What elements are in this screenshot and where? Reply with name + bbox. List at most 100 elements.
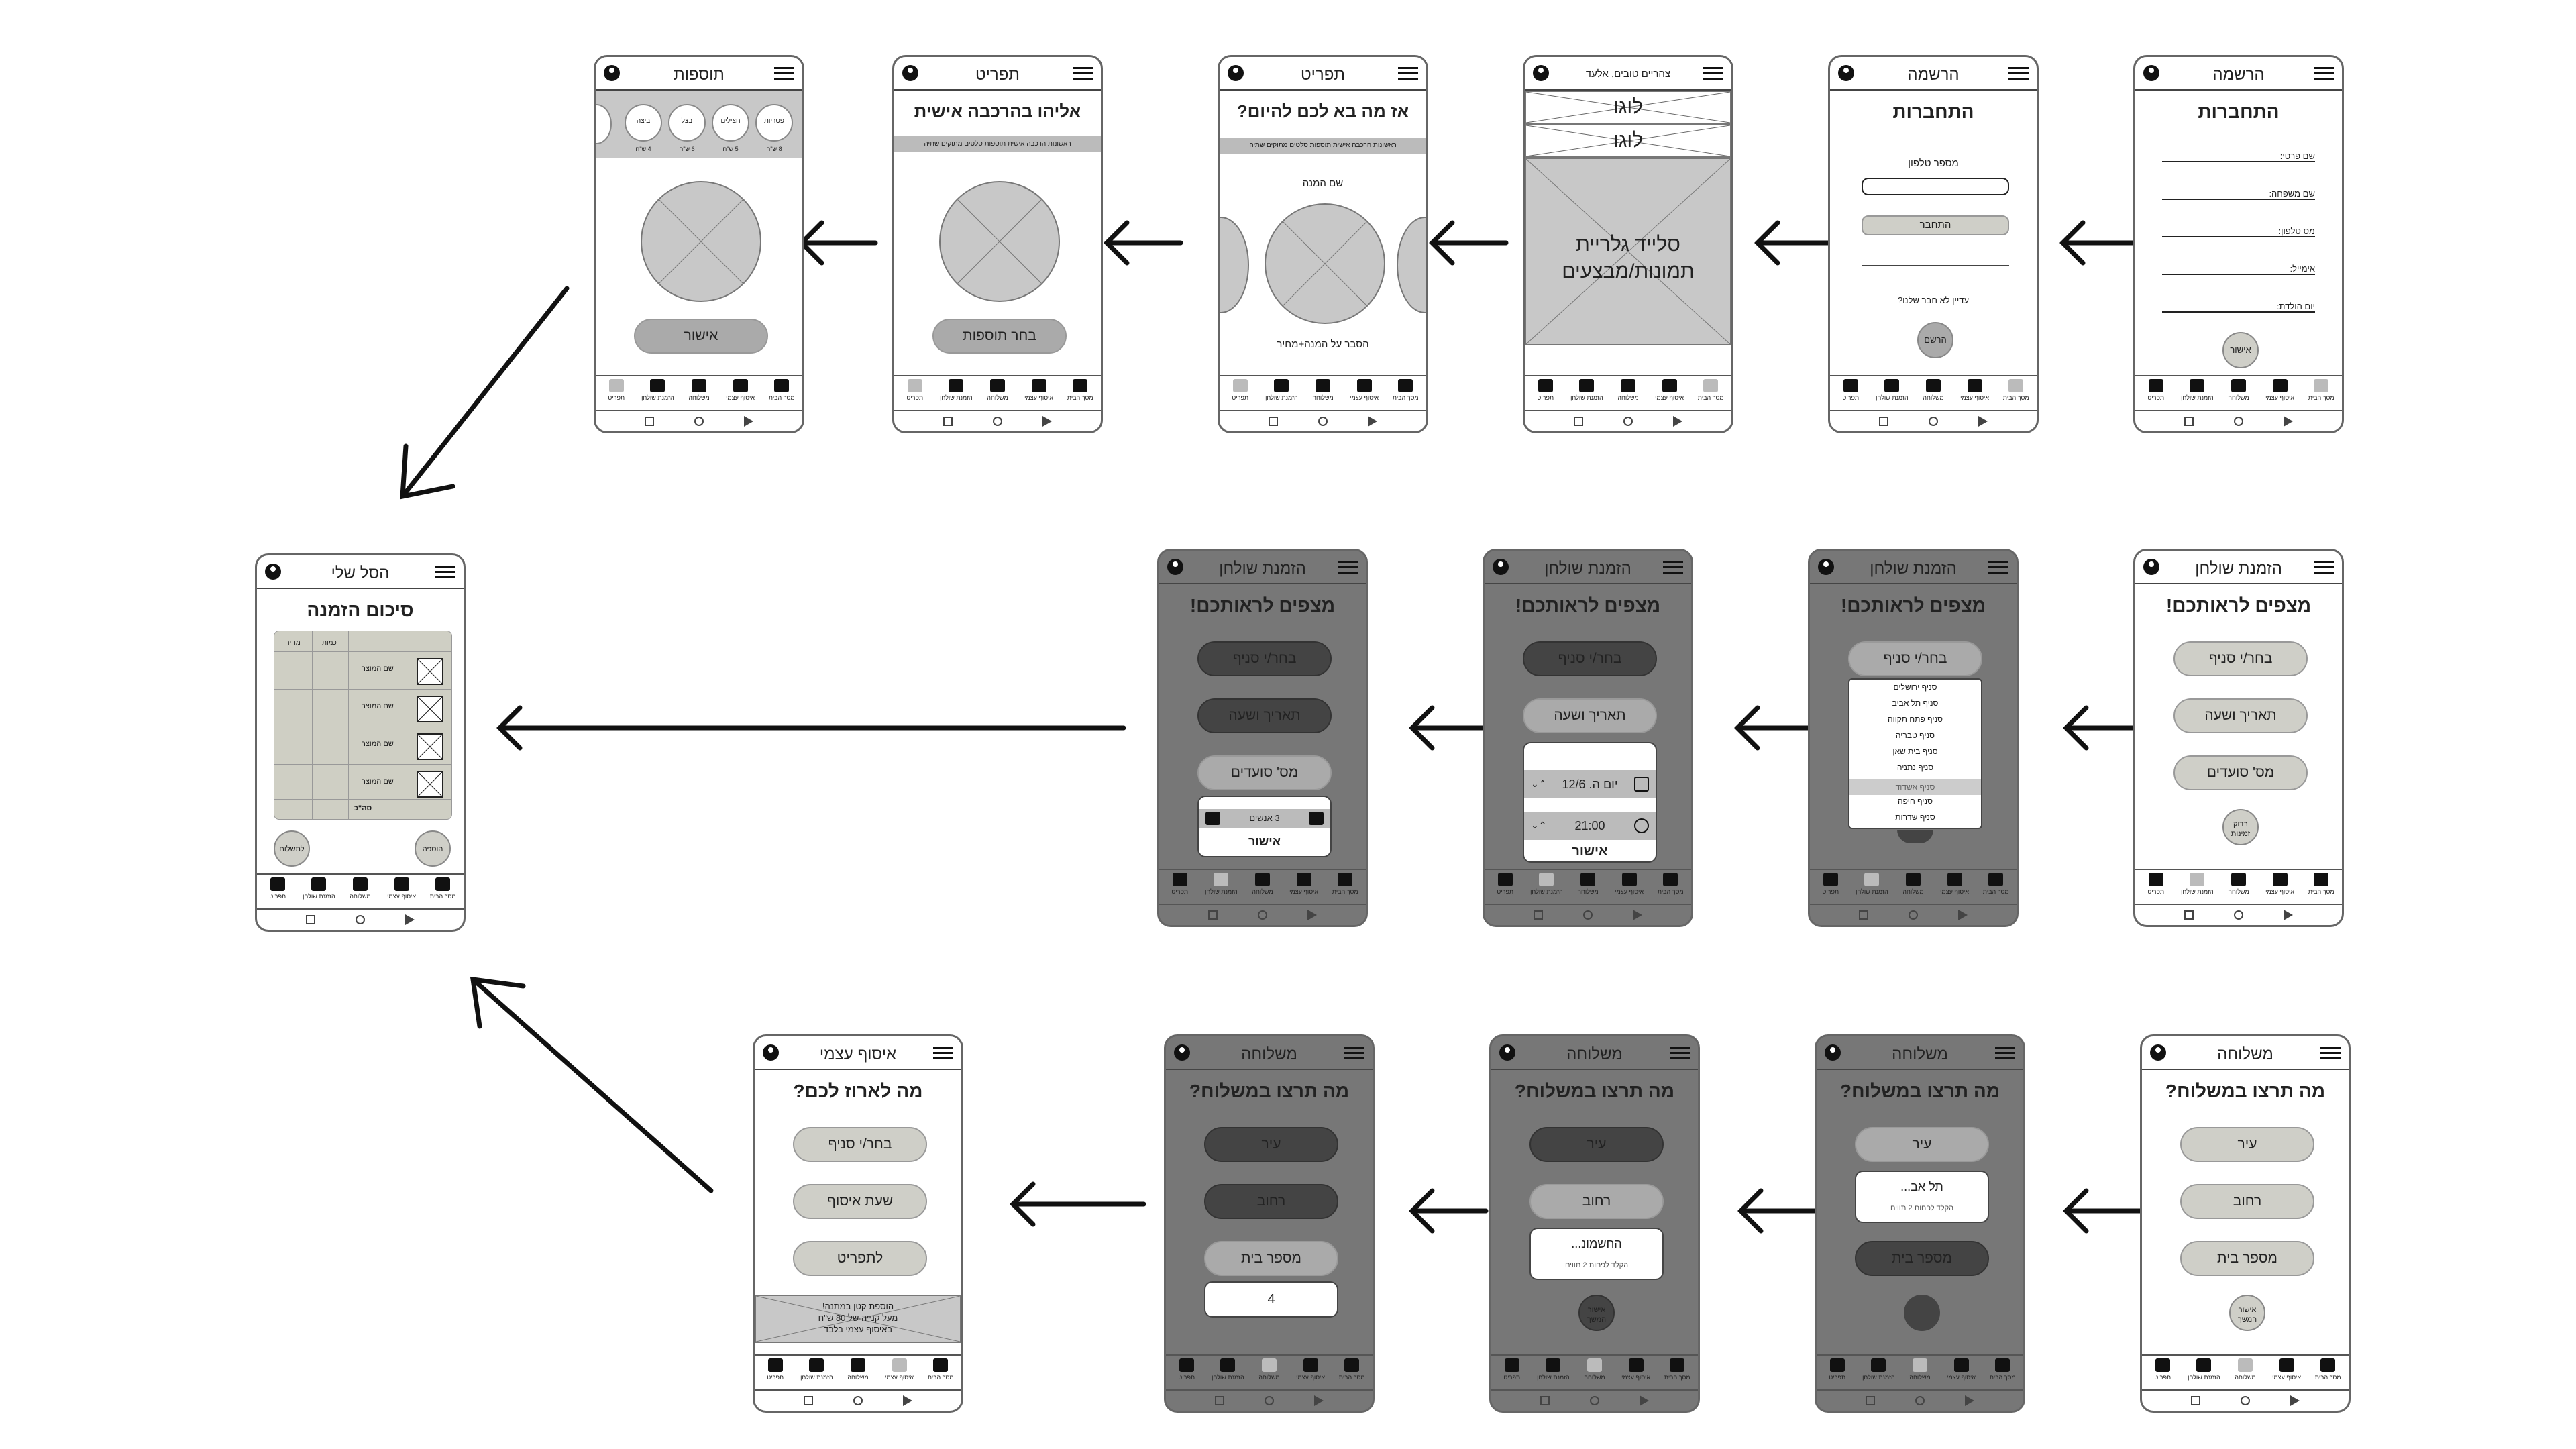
scooter-icon[interactable] bbox=[1912, 1358, 1927, 1372]
confirm-continue-button[interactable] bbox=[1904, 1295, 1940, 1331]
tab-label[interactable]: איסוף עצמי bbox=[1655, 394, 1684, 401]
home-icon[interactable] bbox=[933, 1358, 949, 1372]
home-circle-icon[interactable] bbox=[1915, 1396, 1925, 1405]
tab-label[interactable]: הזמנת שולחן bbox=[1212, 1374, 1244, 1381]
last-name-field[interactable]: שם משפחה: bbox=[2162, 189, 2315, 200]
home-icon[interactable] bbox=[2314, 873, 2329, 886]
promo-banner[interactable] bbox=[755, 1295, 961, 1343]
recents-icon[interactable] bbox=[2184, 417, 2194, 426]
tab-label[interactable]: מסך הבית bbox=[1332, 888, 1358, 895]
city-select[interactable]: עיר bbox=[1204, 1127, 1338, 1162]
branch-option[interactable]: סניף תל אביב bbox=[1892, 698, 1939, 708]
back-icon[interactable] bbox=[1965, 1395, 1974, 1406]
extra-item[interactable]: חצילים bbox=[712, 104, 749, 142]
bag-icon[interactable] bbox=[1031, 379, 1046, 392]
tab-label[interactable]: משלוחה bbox=[1252, 888, 1273, 895]
tab-label[interactable]: תפריט bbox=[1171, 888, 1189, 895]
bag-icon[interactable] bbox=[1621, 873, 1637, 886]
home-circle-icon[interactable] bbox=[1583, 910, 1593, 920]
bag-icon[interactable] bbox=[1953, 1358, 1969, 1372]
cloche-icon[interactable] bbox=[809, 1358, 824, 1372]
user-icon[interactable] bbox=[2150, 1044, 2166, 1061]
confirm-button[interactable]: אישור bbox=[2222, 332, 2259, 368]
tab-label[interactable]: איסוף עצמי bbox=[726, 394, 755, 401]
tab-label[interactable]: הזמנת שולחן bbox=[1530, 888, 1563, 895]
tab-label[interactable]: מסך הבית bbox=[2002, 394, 2029, 401]
time-value[interactable]: 21:00 bbox=[1524, 812, 1656, 840]
scooter-icon[interactable] bbox=[1925, 379, 1941, 392]
hamburger-menu-icon[interactable] bbox=[2008, 67, 2029, 80]
street-select[interactable]: רחוב bbox=[2180, 1184, 2314, 1219]
cloche-icon[interactable] bbox=[311, 877, 327, 891]
tab-label[interactable]: תפריט bbox=[1497, 888, 1514, 895]
scooter-icon[interactable] bbox=[2237, 1358, 2253, 1372]
dish-image[interactable] bbox=[939, 181, 1060, 302]
user-icon[interactable] bbox=[604, 65, 620, 81]
back-icon[interactable] bbox=[2290, 1395, 2300, 1406]
tab-label[interactable]: הזמנת שולחן bbox=[1537, 1374, 1570, 1381]
tab-label[interactable]: תפריט bbox=[2147, 888, 2165, 895]
tab-label[interactable]: משלוחה bbox=[2228, 394, 2249, 401]
pay-button[interactable]: לתשלום bbox=[274, 830, 310, 867]
extra-item[interactable]: ביצה bbox=[625, 104, 662, 142]
tab-label[interactable]: מסך הבית bbox=[1982, 888, 2009, 895]
scooter-icon[interactable] bbox=[2231, 873, 2246, 886]
phone-field[interactable]: מס טלפון: bbox=[2162, 226, 2315, 237]
hamburger-menu-icon[interactable] bbox=[1663, 561, 1683, 574]
tab-label[interactable]: איסוף עצמי bbox=[2265, 394, 2294, 401]
back-icon[interactable] bbox=[1633, 910, 1642, 920]
bag-icon[interactable] bbox=[1662, 379, 1677, 392]
cloche-icon[interactable] bbox=[650, 379, 665, 392]
tab-label[interactable]: מסך הבית bbox=[2308, 888, 2334, 895]
fork-knife-icon[interactable] bbox=[270, 877, 285, 891]
tab-label[interactable]: איסוף עצמי bbox=[1350, 394, 1379, 401]
date-value[interactable]: יום ה. 12/6 bbox=[1524, 770, 1656, 798]
branch-select[interactable]: בחר/י סניף bbox=[1197, 641, 1332, 676]
tab-label[interactable]: מסך הבית bbox=[2314, 1374, 2341, 1381]
fork-knife-icon[interactable] bbox=[2155, 1358, 2170, 1372]
hamburger-menu-icon[interactable] bbox=[1988, 561, 2008, 574]
tab-label[interactable]: הזמנת שולחן bbox=[1862, 1374, 1895, 1381]
tab-label[interactable]: משלוחה bbox=[2228, 888, 2249, 895]
datetime-select[interactable]: תאריך ושעה bbox=[2174, 698, 2308, 733]
city-input[interactable]: תל אב... הקלד לפחות 2 תווים bbox=[1855, 1171, 1989, 1223]
tab-label[interactable]: הזמנת שולחן bbox=[940, 394, 973, 401]
fork-knife-icon[interactable] bbox=[767, 1358, 783, 1372]
tab-label[interactable]: איסוף עצמי bbox=[1615, 888, 1644, 895]
user-icon[interactable] bbox=[2143, 65, 2159, 81]
tab-label[interactable]: הזמנת שולחן bbox=[800, 1374, 833, 1381]
home-icon[interactable] bbox=[2320, 1358, 2336, 1372]
home-icon[interactable] bbox=[2008, 379, 2024, 392]
recents-icon[interactable] bbox=[2184, 910, 2194, 920]
tab-label[interactable]: הזמנת שולחן bbox=[1265, 394, 1298, 401]
back-icon[interactable] bbox=[1368, 416, 1377, 427]
scooter-icon[interactable] bbox=[989, 379, 1005, 392]
fork-knife-icon[interactable] bbox=[2148, 379, 2163, 392]
branch-option[interactable]: סניף ירושלים bbox=[1893, 682, 1937, 692]
home-icon[interactable] bbox=[1995, 1358, 2010, 1372]
house-number-input[interactable]: 4 bbox=[1204, 1281, 1338, 1318]
tab-label[interactable]: מסך הבית bbox=[1664, 1374, 1690, 1381]
diners-select[interactable]: מס' סועדים bbox=[2174, 755, 2308, 790]
tab-label[interactable]: איסוף עצמי bbox=[1621, 1374, 1650, 1381]
tab-label[interactable]: תפריט bbox=[1537, 394, 1554, 401]
tab-label[interactable]: הזמנת שולחן bbox=[2188, 1374, 2220, 1381]
branch-option-selected[interactable]: סניף אשדוד bbox=[1849, 779, 1981, 795]
fork-knife-icon[interactable] bbox=[1504, 1358, 1519, 1372]
branch-option[interactable]: סניף חיפה bbox=[1898, 796, 1933, 806]
branch-option[interactable]: סניף נתניה bbox=[1896, 763, 1934, 772]
birthday-field[interactable]: יום הולדת: bbox=[2162, 301, 2315, 313]
home-icon[interactable] bbox=[435, 877, 451, 891]
back-icon[interactable] bbox=[2284, 910, 2293, 920]
cloche-icon[interactable] bbox=[2190, 873, 2205, 886]
tab-label[interactable]: מסך הבית bbox=[429, 893, 456, 900]
cloche-icon[interactable] bbox=[949, 379, 964, 392]
back-icon[interactable] bbox=[405, 914, 415, 925]
tab-label[interactable]: תפריט bbox=[608, 394, 625, 401]
home-circle-icon[interactable] bbox=[1258, 910, 1267, 920]
confirm-button[interactable]: אישור bbox=[634, 319, 768, 354]
check-button-partial[interactable] bbox=[1897, 830, 1933, 843]
tab-label[interactable]: הזמנת שולחן bbox=[1570, 394, 1603, 401]
house-number-select[interactable]: מספר בית bbox=[2180, 1241, 2314, 1276]
diners-select[interactable]: מס' סועדים bbox=[1197, 755, 1332, 790]
